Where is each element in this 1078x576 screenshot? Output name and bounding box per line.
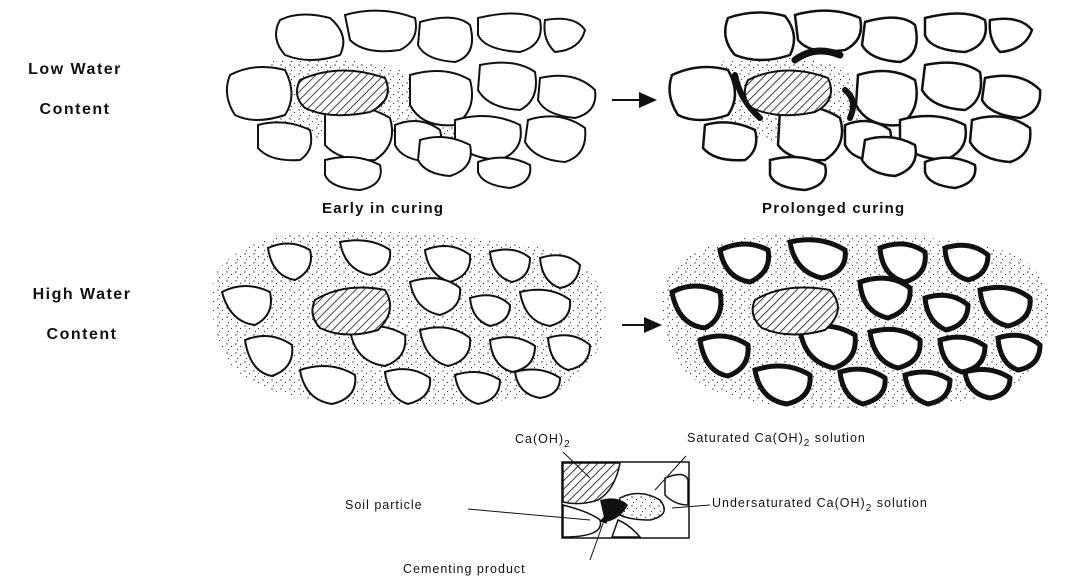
panel-low-prolonged [670,11,1041,190]
panel-low-early [227,11,595,190]
panel-high-prolonged [662,233,1050,409]
panel-high-early [212,231,605,406]
